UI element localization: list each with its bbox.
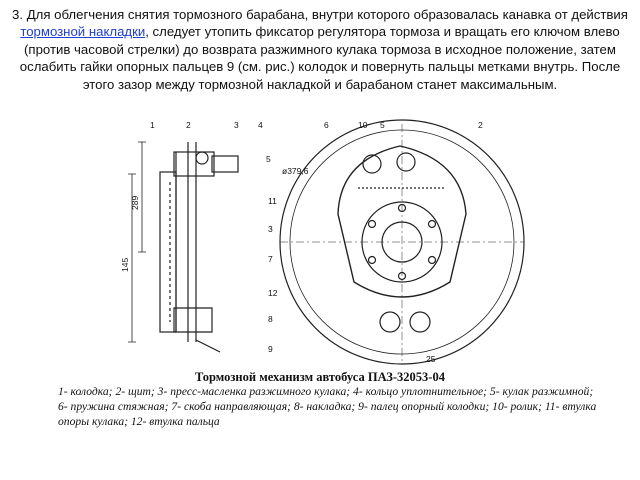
- callout-3b: 3: [268, 224, 273, 234]
- dim-25-label: 25: [426, 354, 436, 364]
- instruction-text-part1: 3. Для облегчения снятия тормозного бара…: [12, 7, 628, 22]
- callout-11: 11: [268, 196, 277, 206]
- side-view: [128, 141, 239, 353]
- callout-5b: 5: [380, 120, 385, 130]
- instruction-text-part2: , следует утопить фиксатор регулятора то…: [19, 24, 621, 92]
- diameter-label: ø379,6: [282, 166, 309, 176]
- callout-4: 4: [258, 120, 263, 130]
- figure-legend: 1- колодка; 2- щит; 3- пресс-масленка ра…: [58, 385, 597, 428]
- callout-10: 10: [358, 120, 368, 130]
- figure-caption: Тормозной механизм автобуса ПАЗ-32053-04: [195, 370, 445, 384]
- callout-8: 8: [268, 314, 273, 324]
- dim-289-label: 289: [130, 196, 140, 210]
- brake-lining-link[interactable]: тормозной накладки: [20, 24, 146, 40]
- callout-2: 2: [186, 120, 191, 130]
- front-view: [279, 119, 525, 365]
- instruction-text: 3. Для облегчения снятия тормозного бара…: [8, 6, 632, 93]
- callout-12: 12: [268, 288, 278, 298]
- callout-2b: 2: [478, 120, 483, 130]
- callout-1: 1: [150, 120, 155, 130]
- callout-9: 9: [268, 344, 273, 354]
- dim-145-label: 145: [120, 258, 130, 272]
- brake-mechanism-drawing: 1 2 3 4 5 11 3 7 12 8 9 6 10 5 2 ø379,6 …: [120, 119, 525, 365]
- callout-3: 3: [234, 120, 239, 130]
- callout-7: 7: [268, 254, 273, 264]
- callout-6: 6: [324, 120, 329, 130]
- callout-5: 5: [266, 154, 271, 164]
